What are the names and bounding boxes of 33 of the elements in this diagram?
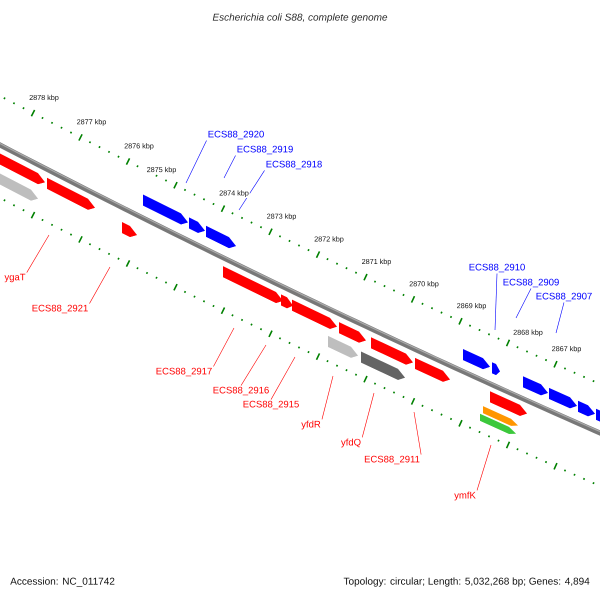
leader-line bbox=[238, 170, 265, 210]
leader-line bbox=[26, 234, 50, 273]
gene-label: ECS88_2917 bbox=[156, 368, 212, 376]
footer-text: Accession: NC_011742 bbox=[9, 576, 116, 588]
gene-label: ECS88_2918 bbox=[266, 160, 322, 170]
gene-label: ECS88_2916 bbox=[214, 386, 269, 396]
leader-line bbox=[186, 140, 207, 184]
leader-line bbox=[322, 376, 334, 420]
gene-label: ECS88_2921 bbox=[32, 304, 88, 314]
gene-label: ECS88_2920 bbox=[208, 130, 264, 140]
leader-line bbox=[476, 444, 492, 491]
leader-line bbox=[224, 155, 236, 178]
leader-line bbox=[362, 392, 374, 438]
gene-label: ygaT bbox=[4, 274, 26, 282]
gene-label: yfdR bbox=[301, 420, 320, 430]
leader-line bbox=[240, 344, 266, 386]
gene-label: ECS88_2919 bbox=[238, 146, 293, 154]
gene-label: ECS88_2911 bbox=[364, 456, 420, 464]
leader-line bbox=[89, 266, 110, 304]
gene-label: ECS88_2915 bbox=[244, 400, 299, 410]
leader-line bbox=[516, 288, 532, 318]
leader-line bbox=[556, 302, 564, 334]
leader-line bbox=[494, 273, 498, 330]
gene-label: ECS88_2909 bbox=[504, 278, 559, 288]
title: Escherichia coli S88, complete genome bbox=[212, 13, 388, 23]
footer-text: Topology: circular; Length: 5,032,268 bp; Genes: 4,894 bbox=[342, 576, 591, 588]
gene-label: yfdQ bbox=[341, 438, 361, 448]
gene-label: ymfK bbox=[454, 492, 476, 500]
gene-label: ECS88_2910 bbox=[470, 264, 525, 272]
leader-line bbox=[414, 412, 422, 455]
leader-line bbox=[213, 328, 234, 367]
leader-line bbox=[270, 356, 296, 400]
gene-label: ECS88_2907 bbox=[536, 292, 592, 302]
